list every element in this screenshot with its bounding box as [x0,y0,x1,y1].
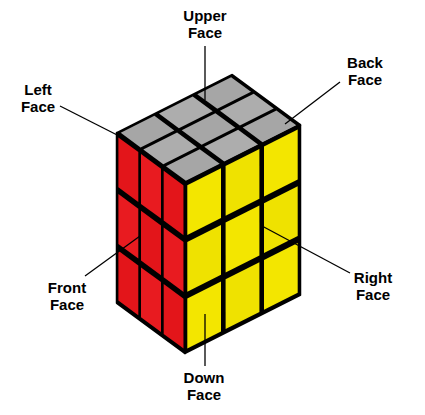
face-label: Upper Face [181,6,228,42]
face-label: Down Face [182,368,227,404]
face-base [117,133,185,353]
leader-line [262,226,350,273]
rubiks-cube [117,75,300,353]
leader-line [60,106,127,140]
leader-line [204,46,205,100]
sticker [141,211,161,276]
sticker [164,227,184,292]
sticker [118,251,138,316]
sticker [187,225,221,292]
sticker [264,243,298,310]
face-label: Right Face [352,268,394,304]
leader-line [285,82,340,124]
leader-line [204,314,205,366]
sticker [141,267,161,332]
face-label: Back Face [345,53,385,89]
sticker [164,284,184,349]
sticker [187,282,221,349]
face-label: Left Face [19,80,57,116]
face-label: Front Face [46,278,88,314]
sticker [226,149,260,216]
sticker [226,262,260,329]
sticker [226,206,260,273]
sticker [187,168,221,235]
sticker [141,154,161,219]
sticker [264,130,298,197]
sticker [164,171,184,236]
sticker [118,137,138,202]
leader-lines [60,46,350,366]
face-base [185,125,300,353]
leader-line [85,236,140,276]
